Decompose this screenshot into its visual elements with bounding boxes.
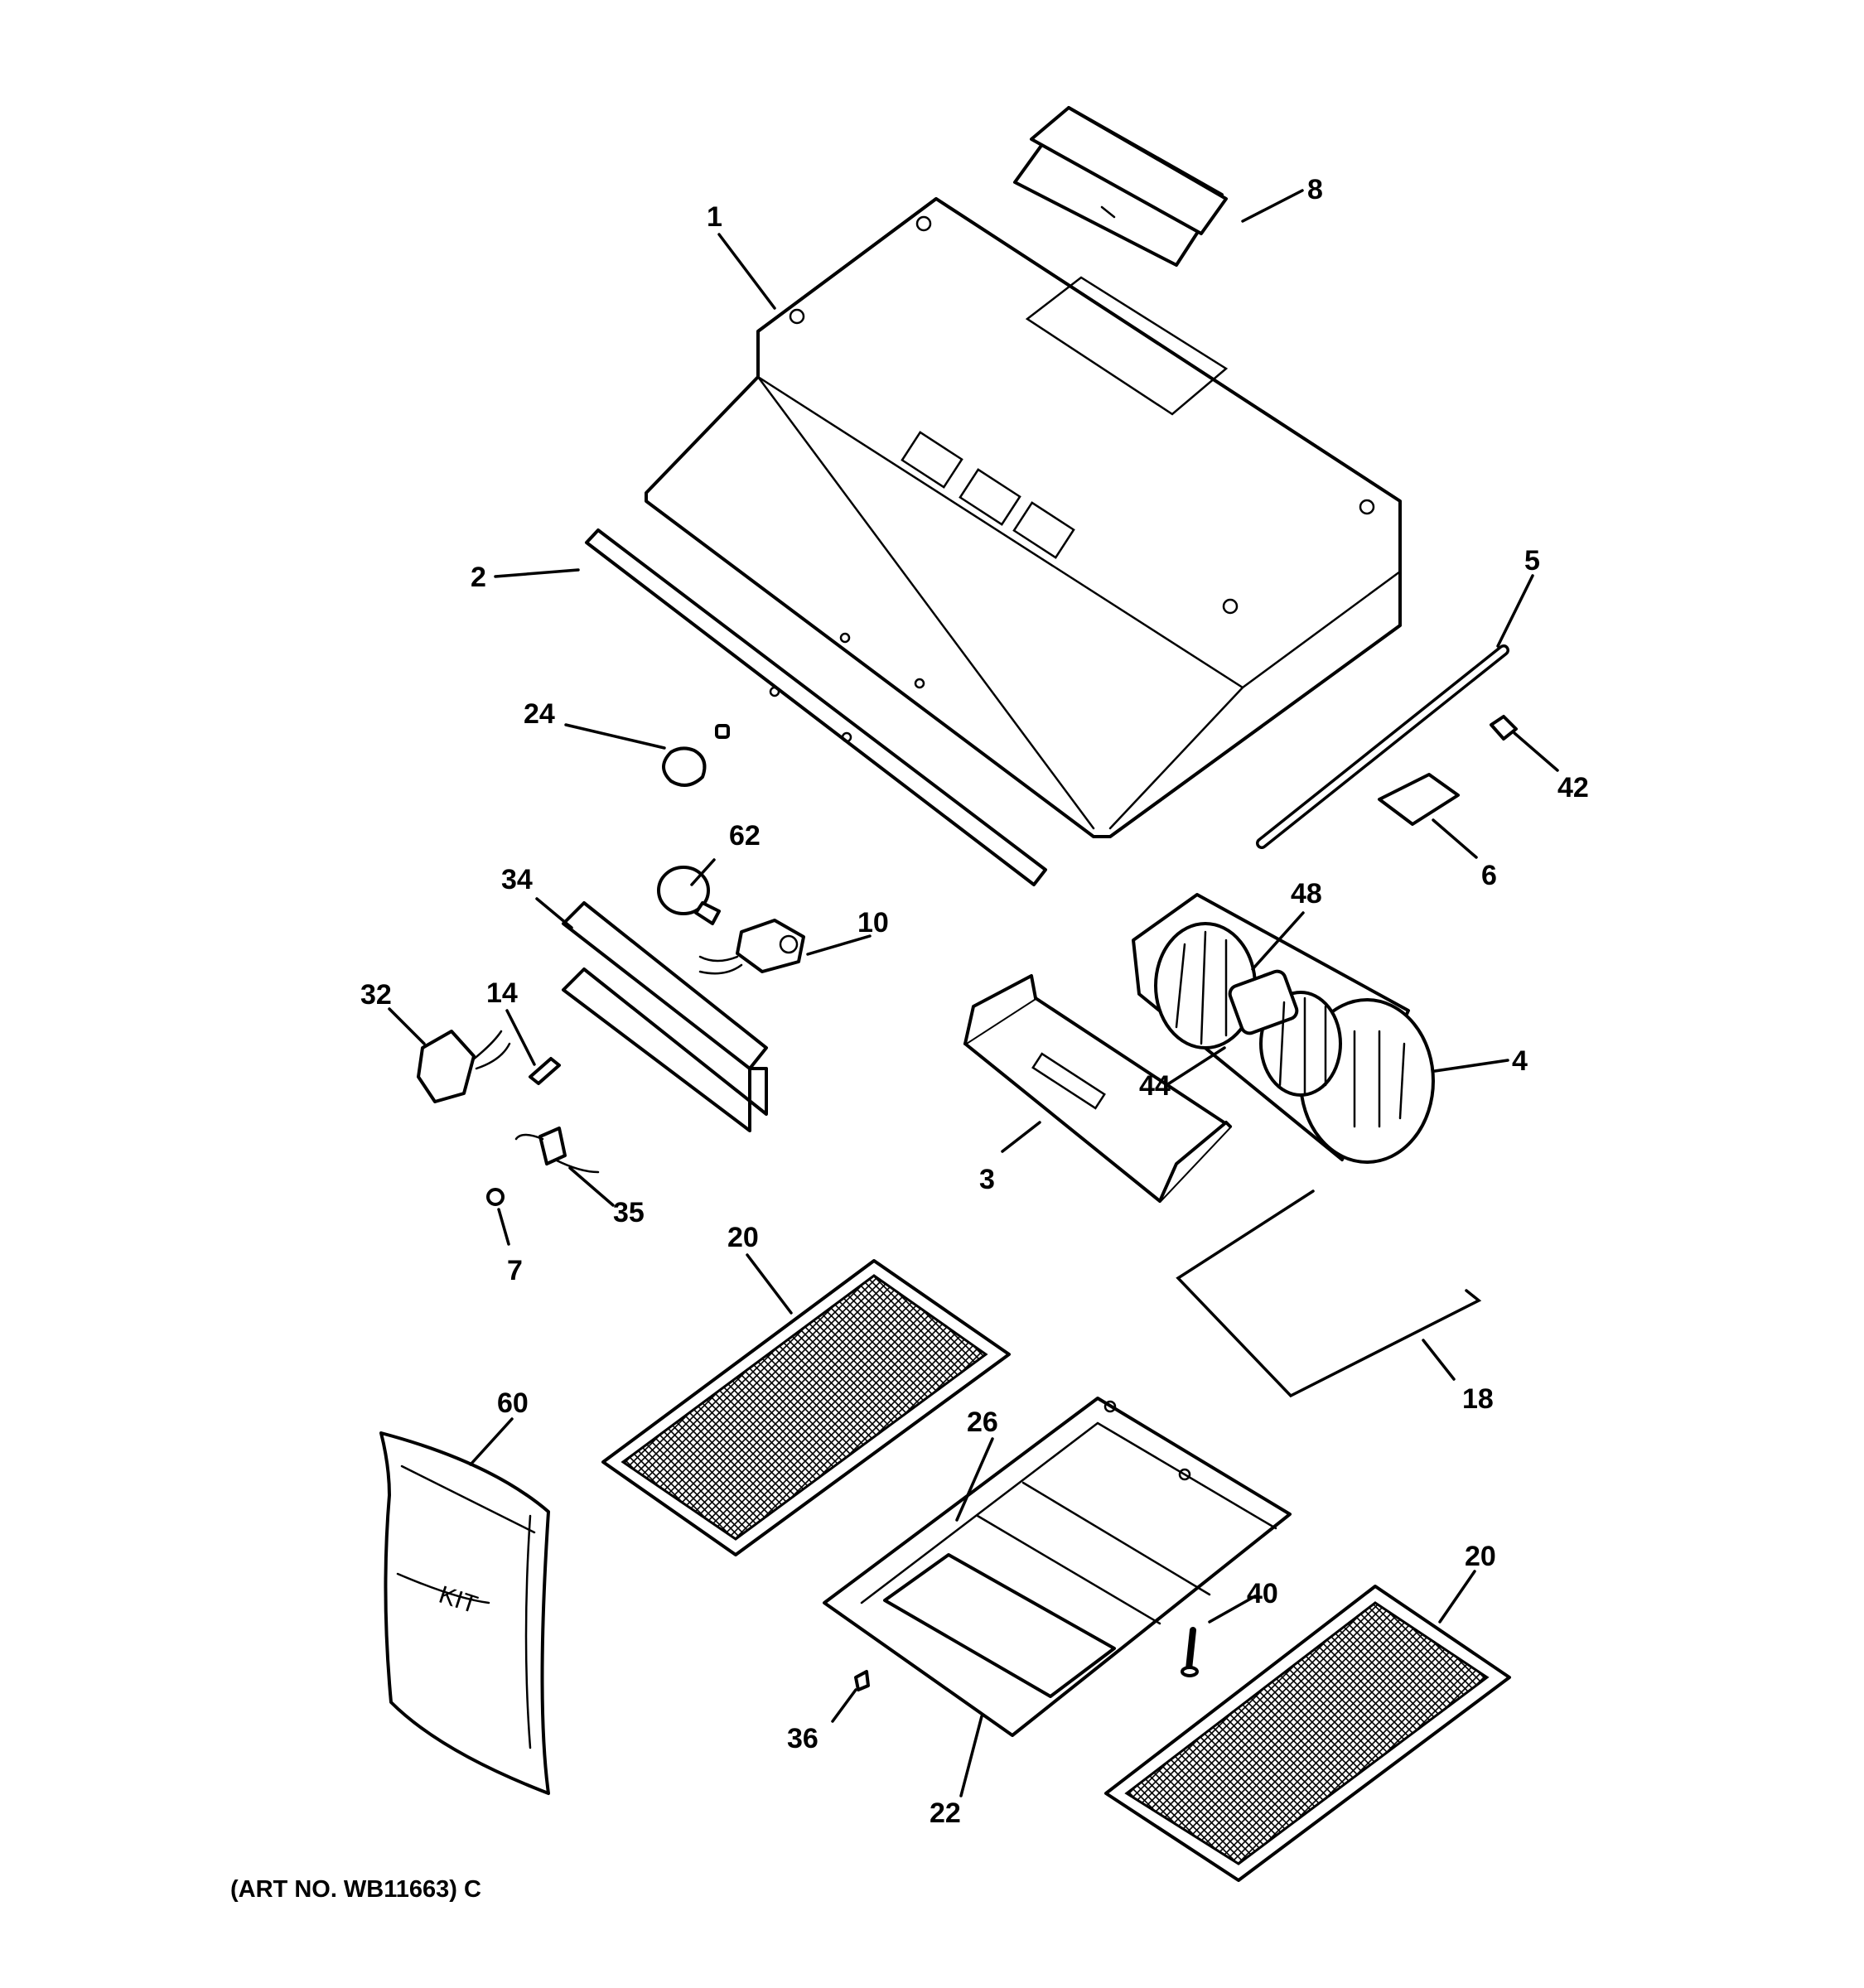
- rod-bracket: [1378, 773, 1460, 826]
- blower-bracket: [963, 974, 1232, 1203]
- control-knob: [662, 724, 730, 787]
- mesh-filter-right: [1104, 1585, 1511, 1882]
- label-60: 60: [497, 1387, 529, 1419]
- label-32: 32: [360, 979, 392, 1011]
- filter-wire-handle: [1176, 1189, 1482, 1398]
- label-24: 24: [524, 698, 555, 730]
- light-lens: [883, 1553, 1116, 1698]
- clip: [1490, 715, 1518, 741]
- leader-lines: [388, 189, 1559, 1797]
- range-hood-body: [645, 197, 1402, 838]
- label-4: 4: [1512, 1045, 1528, 1077]
- label-6: 6: [1481, 860, 1497, 891]
- label-44: 44: [1139, 1070, 1171, 1102]
- lamp-socket: [698, 919, 805, 975]
- label-2: 2: [471, 562, 486, 593]
- nut: [486, 1188, 505, 1206]
- parts-bag: KIT: [379, 1431, 550, 1795]
- light-switch: [514, 1127, 600, 1174]
- label-5: 5: [1524, 545, 1540, 577]
- label-8: 8: [1307, 174, 1323, 205]
- label-40: 40: [1247, 1578, 1278, 1609]
- screw-40: [1181, 1627, 1199, 1677]
- bottom-tray: [823, 1397, 1292, 1737]
- wire-connector: [529, 1057, 561, 1085]
- label-35: 35: [613, 1197, 645, 1228]
- fan-switch: [417, 1030, 511, 1103]
- art-number-caption: (ART NO. WB11663) C: [230, 1876, 481, 1903]
- label-7: 7: [507, 1255, 523, 1286]
- label-42: 42: [1557, 772, 1589, 803]
- part-labels: 1 2 3 4 5 6 7 8 10 14 18 20 20 22 24 26 …: [360, 174, 1589, 1829]
- label-22: 22: [930, 1797, 961, 1829]
- label-3: 3: [979, 1164, 995, 1195]
- label-14: 14: [486, 977, 518, 1009]
- label-10: 10: [857, 907, 889, 939]
- blower-assembly: [1132, 893, 1435, 1164]
- label-26: 26: [967, 1407, 998, 1438]
- channel-bracket: [562, 901, 768, 1132]
- label-34: 34: [501, 864, 533, 895]
- label-36: 36: [787, 1723, 819, 1754]
- label-62: 62: [729, 820, 761, 852]
- label-20-left: 20: [727, 1222, 759, 1253]
- label-20-right: 20: [1465, 1541, 1496, 1572]
- label-48: 48: [1291, 878, 1322, 910]
- label-1: 1: [707, 201, 722, 233]
- front-trim-panel: [585, 528, 1047, 886]
- screw-36: [854, 1670, 870, 1691]
- label-18: 18: [1462, 1383, 1494, 1415]
- damper-assembly: [1013, 106, 1228, 267]
- light-bulb: [657, 866, 721, 925]
- mesh-filter-left: [601, 1259, 1011, 1556]
